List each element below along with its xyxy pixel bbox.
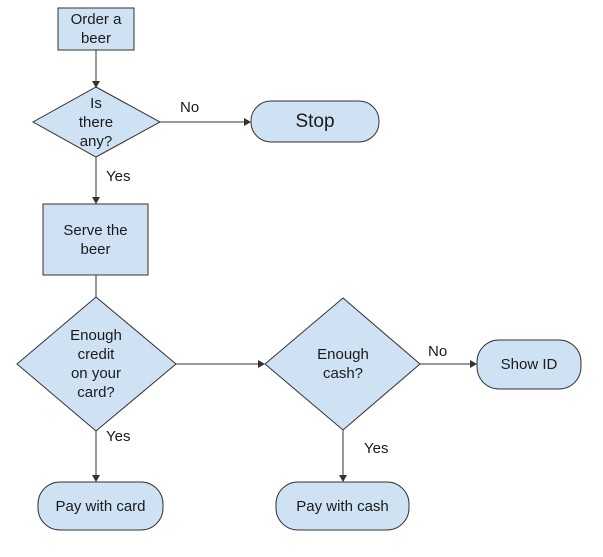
arrowhead — [92, 81, 100, 88]
arrowhead — [339, 475, 347, 482]
node-pay-with-cash — [275, 481, 410, 531]
arrowhead — [258, 360, 265, 368]
label-stop: Stop — [295, 111, 335, 132]
arrowhead — [470, 360, 477, 368]
arrowhead — [92, 197, 100, 204]
edge-label-credit-yes: Yes — [106, 428, 131, 445]
label-pay-with-cash: Pay with cash — [296, 497, 389, 515]
node-order-a-beer — [57, 7, 135, 51]
edge-label-cash-yes: Yes — [364, 440, 389, 457]
label-show-id: Show ID — [500, 356, 558, 373]
edge-label-any-no: No — [180, 99, 200, 116]
label-serve-the-beer: Serve the beer — [63, 221, 128, 258]
label-is-there-any: Is there any? — [78, 94, 114, 150]
edge-label-any-yes: Yes — [106, 168, 131, 185]
label-enough-cash: Enough cash? — [317, 346, 369, 382]
label-order-a-beer: Order a beer — [70, 11, 122, 47]
arrowhead — [244, 118, 251, 126]
node-show-id — [476, 339, 582, 390]
label-enough-credit: Enough credit on your card? — [70, 327, 122, 401]
arrowhead — [92, 475, 100, 482]
label-pay-with-card: Pay with card — [55, 497, 146, 515]
node-stop — [250, 100, 380, 143]
node-pay-with-card — [37, 481, 164, 531]
edge-label-cash-no: No — [428, 343, 448, 360]
